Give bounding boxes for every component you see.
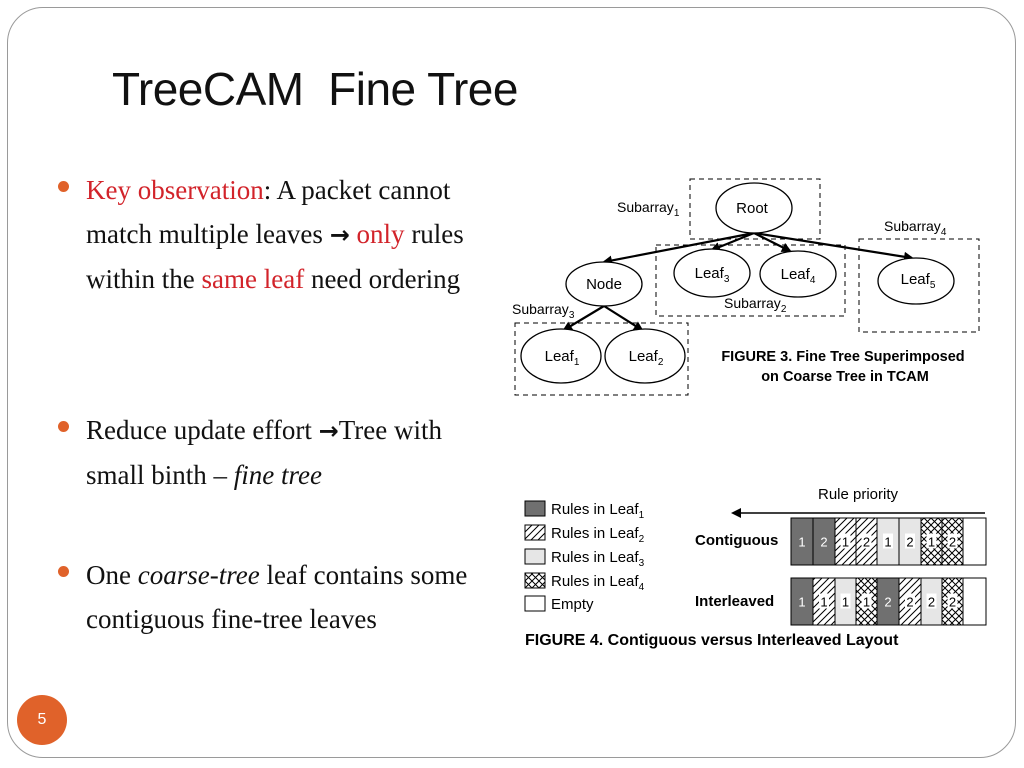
- subarray1-box: [689, 178, 821, 240]
- row-label-interleaved: Interleaved: [695, 593, 774, 610]
- interleaved-cell-label-bg: [861, 593, 872, 609]
- label-subarray2: Subarray2: [724, 295, 787, 315]
- label-leaf5: Leaf5: [901, 271, 936, 291]
- contiguous-cell-label: 2: [820, 535, 827, 550]
- figure4-caption: FIGURE 4. Contiguous versus Interleaved …: [525, 632, 899, 649]
- legend-label-leaf1: Rules in Leaf1: [551, 501, 645, 521]
- interleaved-cell-label-bg: [883, 593, 893, 609]
- figure3-tree-diagram: Root Node Leaf3 Leaf4 Leaf5 Leaf1 Leaf2 …: [512, 178, 980, 396]
- node-node: [565, 261, 643, 307]
- label-leaf1: Leaf1: [545, 348, 580, 368]
- edge-root-leaf4: [753, 232, 792, 252]
- contiguous-cell-label-bg: [883, 533, 893, 549]
- node-leaf4: [759, 250, 837, 298]
- contiguous-cell-label: 2: [906, 535, 913, 550]
- contiguous-cell-label-bg: [819, 533, 829, 549]
- interleaved-cell-label: 2: [949, 595, 956, 610]
- contiguous-cell: [962, 517, 987, 566]
- contiguous-cell-label-bg: [797, 533, 807, 549]
- row-label-contiguous: Contiguous: [695, 532, 778, 549]
- interleaved-cell-label-bg: [797, 593, 807, 609]
- only-emphasis: only: [356, 219, 405, 249]
- right-arrow-icon: →: [329, 221, 350, 249]
- slide-frame: [7, 7, 1016, 758]
- interleaved-cell-label: 2: [884, 595, 891, 610]
- contiguous-cell-label-bg: [905, 533, 915, 549]
- fine-tree-emphasis: fine tree: [233, 460, 322, 490]
- label-node: Node: [586, 276, 622, 293]
- node-leaf3: [673, 248, 751, 298]
- legend-label-leaf3: Rules in Leaf3: [551, 549, 645, 569]
- interleaved-cell-label-bg: [905, 593, 915, 609]
- bullet-text: One coarse-tree leaf contains some conti…: [86, 560, 468, 634]
- edge-root-node: [602, 231, 755, 266]
- interleaved-cell-label: 2: [928, 595, 935, 610]
- interleaved-cell-label: 1: [863, 595, 870, 610]
- key-observation-label: Key observation: [86, 175, 264, 205]
- bullet-dot-icon: [58, 566, 69, 577]
- edge-root-leaf5: [753, 231, 914, 262]
- interleaved-cell-label: 1: [842, 595, 849, 610]
- interleaved-cell-label-bg: [947, 593, 958, 609]
- bullet-text: Key observation: A packet cannot match m…: [86, 175, 464, 294]
- contiguous-cell-label-bg: [861, 533, 872, 549]
- figure3-caption-line1: FIGURE 3. Fine Tree Superimposed: [721, 349, 964, 365]
- interleaved-cell-label: 2: [906, 595, 913, 610]
- legend-swatch-leaf1: [524, 500, 546, 517]
- interleaved-cell-label-bg: [840, 593, 851, 609]
- label-subarray1: Subarray1: [617, 199, 680, 219]
- subarray4-box: [858, 238, 980, 333]
- interleaved-cell-label-bg: [926, 593, 937, 609]
- contiguous-cell-label: 2: [863, 535, 870, 550]
- contiguous-cell-label-bg: [947, 533, 958, 549]
- legend-label-empty: Empty: [551, 596, 594, 613]
- contiguous-cell-label: 1: [884, 535, 891, 550]
- figure4-layout-diagram: Rules in Leaf1 Rules in Leaf2 Rules in L…: [524, 486, 987, 649]
- label-subarray4: Subarray4: [884, 218, 947, 238]
- label-leaf3: Leaf3: [695, 265, 730, 285]
- contiguous-cell-label-bg: [926, 533, 937, 549]
- coarse-tree-emphasis: coarse-tree: [137, 560, 260, 590]
- subarray3-box: [514, 322, 689, 396]
- contiguous-cell-label-bg: [840, 533, 851, 549]
- legend-label-leaf4: Rules in Leaf4: [551, 573, 645, 593]
- label-leaf2: Leaf2: [629, 348, 664, 368]
- legend-swatch-leaf3: [524, 548, 546, 565]
- node-leaf1: [520, 328, 602, 384]
- node-leaf2: [604, 328, 686, 384]
- contiguous-cell-label: 1: [928, 535, 935, 550]
- rule-priority-label: Rule priority: [818, 486, 899, 503]
- contiguous-cell-label: 2: [949, 535, 956, 550]
- node-leaf5: [877, 257, 955, 305]
- figure3-caption-line2: on Coarse Tree in TCAM: [761, 369, 929, 385]
- subarray2-box: [655, 244, 846, 317]
- page-number-badge: 5: [17, 695, 67, 745]
- legend-label-leaf2: Rules in Leaf2: [551, 525, 645, 545]
- label-leaf4: Leaf4: [781, 266, 816, 286]
- same-leaf-emphasis: same leaf: [201, 264, 305, 294]
- interleaved-cell-label: 1: [798, 595, 805, 610]
- edge-root-leaf3: [710, 231, 755, 252]
- legend-swatch-leaf4: [524, 572, 546, 589]
- bullet-dot-icon: [58, 181, 69, 192]
- contiguous-cell-label: 1: [842, 535, 849, 550]
- label-subarray3: Subarray3: [512, 301, 575, 321]
- edge-node-leaf1: [562, 305, 605, 332]
- contiguous-cell-label: 1: [798, 535, 805, 550]
- right-arrow-icon: →: [318, 417, 339, 445]
- interleaved-cell-label: 1: [820, 595, 827, 610]
- bullet-dot-icon: [58, 421, 69, 432]
- edge-node-leaf2: [603, 305, 644, 332]
- legend-swatch-empty: [524, 595, 546, 612]
- slide-title: TreeCAM Fine Tree: [112, 63, 518, 115]
- interleaved-cell: [962, 577, 987, 626]
- legend-swatch-leaf2: [524, 524, 546, 541]
- node-root: [715, 182, 793, 234]
- interleaved-cell-label-bg: [819, 593, 829, 609]
- label-root: Root: [736, 200, 769, 217]
- bullet-text: Reduce update effort →Tree with small bi…: [86, 415, 443, 490]
